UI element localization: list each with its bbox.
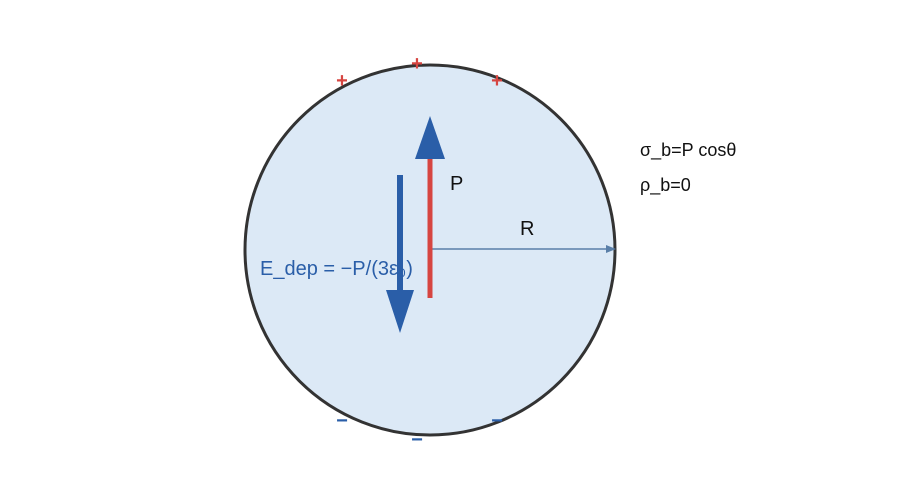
depolarization-field-label: E_dep = −P/(3ε₀) bbox=[260, 258, 413, 280]
polarization-label: P bbox=[450, 173, 463, 195]
negative-charge-3: − bbox=[491, 410, 503, 432]
polarization-arrowhead bbox=[415, 116, 445, 159]
volume-charge-label: ρ_b=0 bbox=[640, 175, 691, 196]
negative-charge-1: − bbox=[336, 410, 348, 432]
positive-charge-1: + bbox=[336, 70, 348, 92]
surface-charge-label: σ_b=P cosθ bbox=[640, 140, 736, 161]
positive-charge-2: + bbox=[411, 53, 423, 75]
negative-charge-2: − bbox=[411, 429, 423, 451]
radius-arrowhead bbox=[606, 245, 616, 253]
radius-label: R bbox=[520, 218, 534, 240]
depolarization-field-arrowhead bbox=[386, 290, 414, 333]
positive-charge-3: + bbox=[491, 70, 503, 92]
